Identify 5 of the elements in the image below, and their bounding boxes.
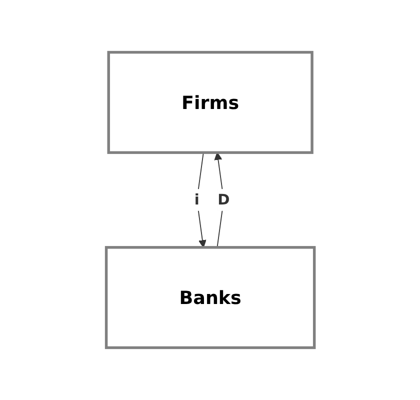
arrow — [214, 152, 224, 248]
node-box: Banks — [104, 246, 316, 350]
node-box: Firms — [106, 50, 314, 154]
edge-label: i — [194, 190, 200, 208]
edge-label: D — [217, 190, 230, 208]
